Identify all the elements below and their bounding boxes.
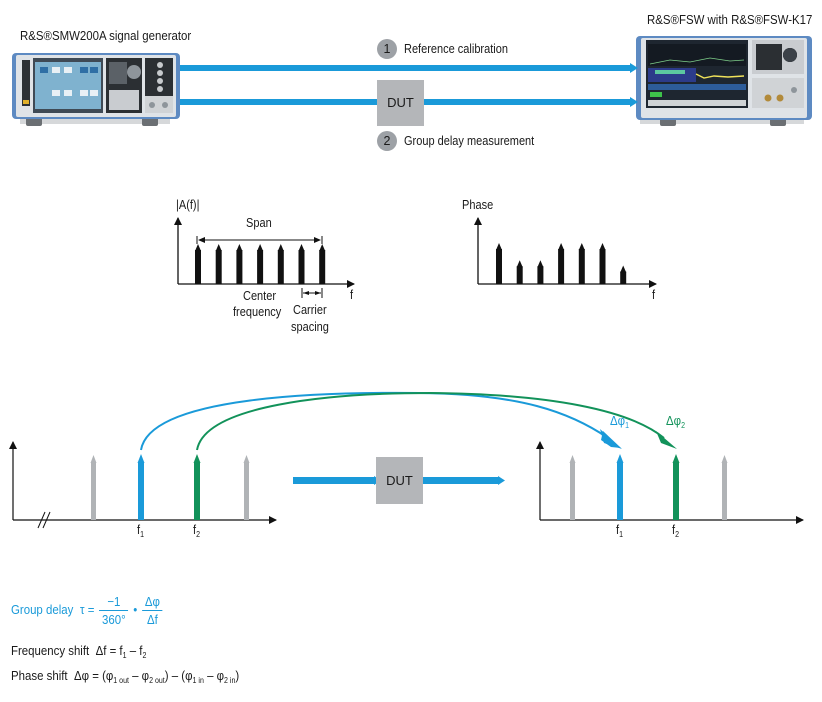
amplitude-x-label: f — [350, 288, 354, 302]
path1-badge: 1 — [377, 39, 397, 59]
analyzer-label: R&S®FSW with R&S®FSW-K17 — [647, 12, 813, 27]
frequency-shift-label: Frequency shift — [11, 643, 90, 658]
path2-label: Group delay measurement — [404, 134, 535, 148]
fraction-dphi-over-df: Δφ Δf — [142, 594, 163, 627]
carrier-spacing-label-1: Carrier — [293, 303, 327, 317]
center-frequency-label-1: Center — [243, 289, 277, 303]
output-carrier-f1 — [616, 454, 624, 520]
input-carrier-f2 — [193, 454, 201, 520]
output-carrier-gray-right — [721, 455, 728, 520]
signal-generator-instrument — [12, 53, 180, 126]
transfer-dut-label: DUT — [386, 473, 413, 488]
group-delay-label: Group delay — [11, 601, 74, 617]
center-frequency-label-2: frequency — [233, 305, 282, 319]
phase-carrier-2 — [516, 260, 523, 284]
amplitude-carrier-7 — [319, 244, 326, 284]
phase-x-label: f — [652, 288, 656, 302]
phase-carrier-3 — [537, 260, 544, 284]
reference-calibration-path — [180, 63, 638, 73]
span-label: Span — [246, 216, 272, 230]
path2-badge: 2 — [377, 131, 397, 151]
delta-phi-1-label: Δφ1 — [610, 413, 629, 430]
phase-shift-formula: Phase shift Δφ = (φ1 out – φ2 out) – (φ1… — [11, 668, 240, 685]
carrier-spacing-label-2: spacing — [291, 320, 329, 334]
amplitude-carrier-1 — [195, 244, 201, 284]
carrier-spacing-dimension — [301, 288, 323, 298]
input-carrier-gray-left — [90, 455, 97, 520]
phase-carrier-4 — [558, 243, 565, 284]
dut-output-arrow — [423, 476, 505, 485]
amplitude-carrier-3 — [236, 244, 243, 284]
input-carrier-f1 — [137, 454, 145, 520]
axis-break-icon — [37, 511, 51, 529]
delta-phi-2-label: Δφ2 — [666, 413, 685, 430]
multiply-dot: • — [133, 601, 138, 617]
generator-label: R&S®SMW200A signal generator — [20, 28, 192, 43]
tau-symbol: τ = — [80, 601, 95, 617]
setup-dut-box: DUT — [377, 80, 424, 126]
phase-carrier-7 — [620, 265, 627, 284]
phase-shift-label: Phase shift — [11, 668, 68, 683]
amplitude-carrier-5 — [277, 244, 284, 284]
output-carrier-gray-left — [569, 455, 576, 520]
f2-phase-arc — [196, 391, 665, 451]
setup-dut-label: DUT — [387, 95, 414, 110]
span-dimension — [196, 236, 323, 244]
path1-label: Reference calibration — [404, 42, 508, 56]
spectrum-analyzer-instrument — [636, 36, 812, 126]
input-f2-label: f2 — [193, 523, 200, 539]
fraction-minus1-over-360: −1 360° — [99, 594, 129, 627]
frequency-shift-formula: Frequency shift Δf = f1 – f2 — [11, 643, 147, 660]
input-carrier-gray-right — [243, 455, 250, 520]
amplitude-y-label: |A(f)| — [176, 198, 200, 212]
amplitude-carrier-2 — [215, 244, 222, 284]
amplitude-carrier-4 — [257, 244, 264, 284]
input-f1-label: f1 — [137, 523, 144, 539]
output-f2-label: f2 — [672, 523, 679, 539]
dut-input-arrow — [293, 476, 381, 485]
output-carrier-f2 — [672, 454, 680, 520]
phase-carrier-6 — [599, 243, 606, 284]
transfer-dut-box: DUT — [376, 457, 423, 504]
phase-carrier-5 — [578, 243, 585, 284]
phase-carrier-1 — [496, 243, 502, 284]
group-delay-formula: Group delay τ = −1 360° • Δφ Δf — [11, 594, 164, 627]
f2-arc-arrowhead — [656, 431, 677, 449]
output-f1-label: f1 — [616, 523, 623, 539]
amplitude-carrier-6 — [298, 244, 305, 284]
phase-y-label: Phase — [462, 198, 494, 212]
f1-phase-arc — [140, 391, 609, 451]
